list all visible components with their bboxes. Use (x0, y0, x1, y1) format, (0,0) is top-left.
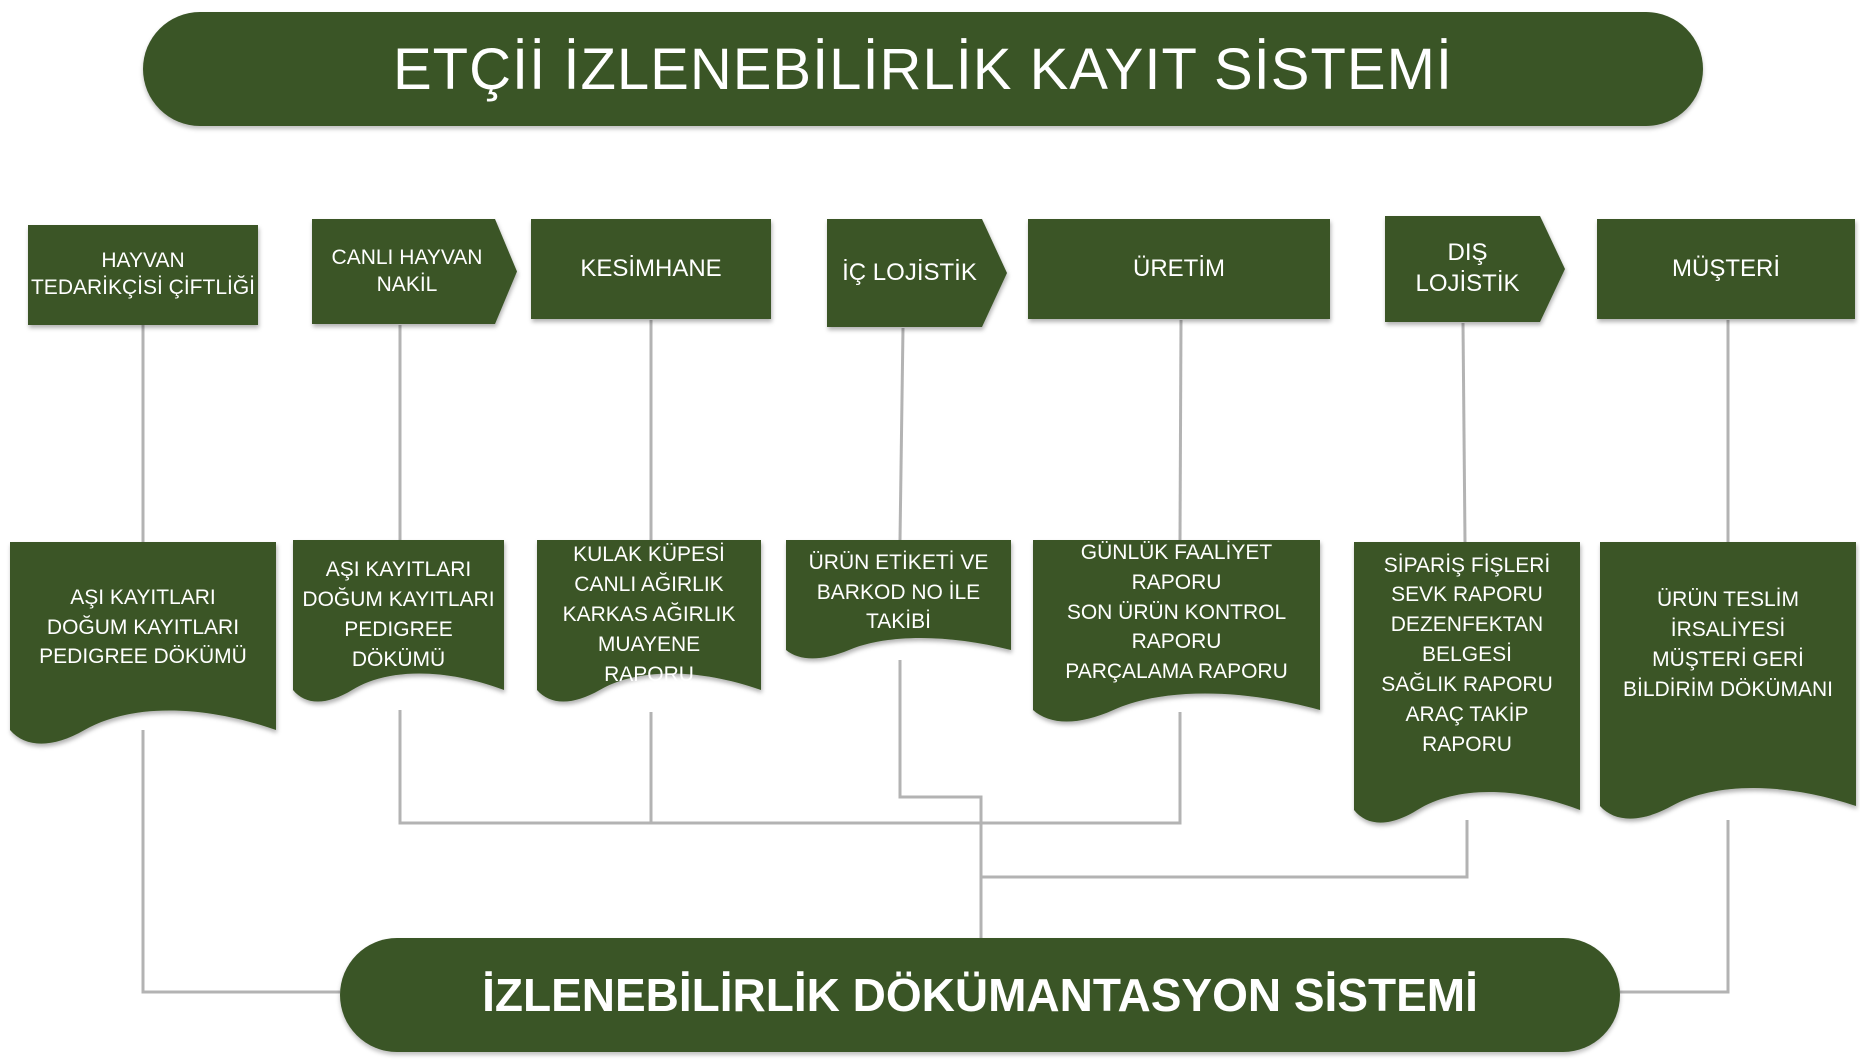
connector-line (1461, 322, 1467, 543)
document-shape (10, 542, 276, 744)
connector-line (398, 710, 1182, 825)
connector-line (141, 730, 340, 994)
document-shape (1600, 542, 1856, 819)
document-shape (537, 540, 761, 702)
stage-arrow-box (312, 219, 517, 324)
stage-internal-logistics: İÇ LOJİSTİK (842, 258, 977, 286)
document-shape (1354, 542, 1580, 823)
documentation-system-label: İZLENEBİLİRLİK DÖKÜMANTASYON SİSTEMİ (340, 938, 1620, 1052)
document-shape (293, 540, 504, 702)
doc-slaughterhouse-records: KULAK KÜPESİ CANLI AĞIRLIK KARKAS AĞIRLI… (562, 543, 736, 686)
stage-arrow-box (827, 219, 1007, 327)
stage-box (1028, 219, 1330, 319)
page-title: ETÇİİ İZLENEBİLİRLİK KAYIT SİSTEMİ (143, 12, 1703, 126)
doc-transport-records: AŞI KAYITLARI DOĞUM KAYITLARI PEDIGREE D… (302, 558, 495, 671)
stage-customer: MÜŞTERİ (1672, 254, 1780, 282)
connector-line (1620, 820, 1730, 994)
connector-lines (141, 319, 1730, 994)
stage-live-animal-transport: CANLI HAYVAN NAKİL (331, 245, 483, 296)
stage-box (28, 225, 258, 325)
stage-slaughterhouse: KESİMHANE (580, 254, 722, 282)
doc-animal-supplier-records: AŞI KAYITLARI DOĞUM KAYITLARI PEDIGREE D… (39, 585, 247, 669)
connector-line (981, 820, 1469, 879)
document-shape (1033, 540, 1320, 722)
connector-line (898, 327, 905, 541)
stage-production: ÜRETİM (1133, 254, 1225, 282)
stage-external-logistics: DIŞ LOJİSTİK (1415, 239, 1520, 297)
connector-line (898, 660, 983, 938)
stage-arrow-box (1385, 216, 1565, 322)
stage-box (531, 219, 771, 319)
doc-production-records: GÜNLÜK FAALİYET RAPORU SON ÜRÜN KONTROL … (1065, 540, 1288, 684)
stage-box (1597, 219, 1855, 319)
connector-line (1178, 319, 1183, 541)
document-shape (786, 540, 1011, 659)
doc-internal-logistics-records: ÜRÜN ETİKETİ VE BARKOD NO İLE TAKİBİ (808, 550, 989, 634)
doc-external-logistics-records: SİPARİŞ FİŞLERİ SEVK RAPORU DEZENFEKTAN … (1381, 553, 1553, 756)
stage-animal-supplier-farm: HAYVAN TEDARİKÇİSİ ÇİFTLİĞİ (30, 249, 256, 299)
doc-customer-records: ÜRÜN TESLİM İRSALİYESİ MÜŞTERİ GERİ BİLD… (1622, 588, 1834, 701)
